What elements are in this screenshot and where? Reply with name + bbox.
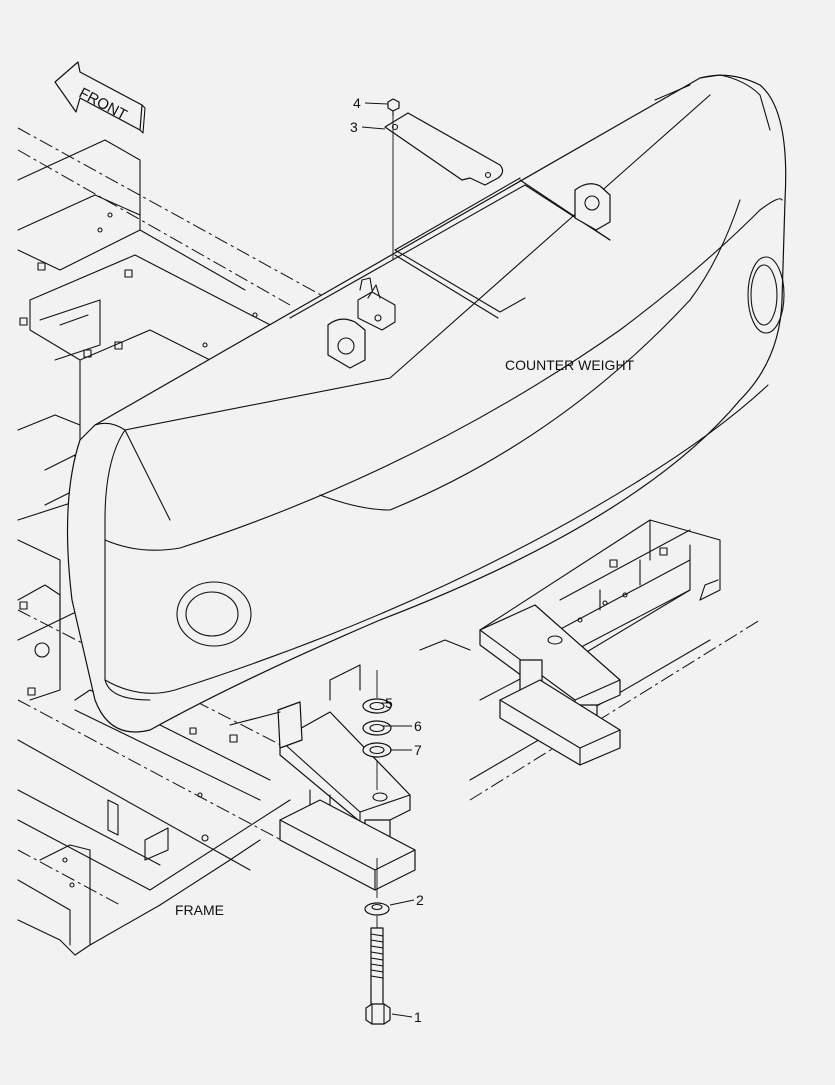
- part-7-washer: [362, 742, 392, 758]
- counter-weight-label: COUNTER WEIGHT: [505, 357, 635, 373]
- callout-7: 7: [414, 742, 422, 758]
- counter-weight-body: [66, 74, 787, 749]
- part-3-cover-plate: [384, 112, 504, 186]
- part-1-bolt: [365, 927, 391, 1025]
- callout-2: 2: [416, 892, 424, 908]
- mounting-pad-center: [279, 711, 416, 891]
- callout-leaders: [361, 102, 415, 1018]
- part-5-washer: [362, 698, 392, 714]
- callout-6: 6: [414, 718, 422, 734]
- callout-1: 1: [414, 1009, 422, 1025]
- mounting-pad-right: [479, 604, 621, 766]
- callout-3: 3: [350, 119, 358, 135]
- front-arrow-icon: FRONT: [54, 61, 146, 134]
- callout-5: 5: [385, 695, 393, 711]
- frame-label: FRAME: [175, 902, 224, 918]
- part-4-bolt: [387, 98, 400, 117]
- part-2-washer: [364, 902, 390, 916]
- part-6-washer: [362, 720, 392, 736]
- callout-4: 4: [353, 95, 361, 111]
